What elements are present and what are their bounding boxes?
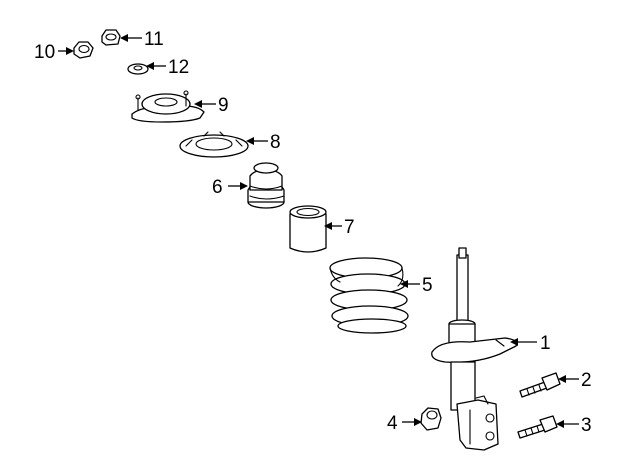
strut-bolt-lower-drawing xyxy=(517,415,558,439)
callout-3: 3 xyxy=(556,415,592,436)
dust-boot-drawing xyxy=(289,205,327,253)
strut-bolt-upper-drawing xyxy=(519,372,561,398)
callout-2-label: 2 xyxy=(581,370,592,391)
callout-4-label: 4 xyxy=(387,413,398,434)
bump-stop-drawing xyxy=(247,162,285,209)
center-nut-drawing xyxy=(101,29,121,46)
callout-12-label: 12 xyxy=(168,57,189,78)
callout-1: 1 xyxy=(510,333,551,354)
callout-5-label: 5 xyxy=(422,275,433,296)
callout-3-label: 3 xyxy=(581,415,592,436)
mount-nut-drawing xyxy=(73,41,94,59)
callout-11: 11 xyxy=(120,29,164,50)
callout-2: 2 xyxy=(558,370,592,391)
callout-7-label: 7 xyxy=(344,217,355,238)
washer-drawing xyxy=(127,63,149,75)
callout-10-label: 10 xyxy=(34,42,55,63)
callout-5: 5 xyxy=(400,275,433,296)
strut-mount-drawing xyxy=(131,90,205,123)
callout-6-label: 6 xyxy=(212,177,223,198)
callout-6: 6 xyxy=(212,177,248,198)
callout-8-label: 8 xyxy=(270,132,281,153)
callout-4: 4 xyxy=(387,413,422,434)
callout-10: 10 xyxy=(34,42,74,63)
coil-spring-drawing xyxy=(329,257,409,334)
callout-12: 12 xyxy=(146,57,189,78)
callout-9-label: 9 xyxy=(218,95,229,116)
strut-nut-drawing xyxy=(420,407,442,431)
callout-11-label: 11 xyxy=(144,29,164,50)
strut-assembly-drawing xyxy=(431,247,518,451)
callout-1-label: 1 xyxy=(540,333,551,354)
spring-seat-drawing xyxy=(179,131,249,158)
callout-9: 9 xyxy=(194,95,229,116)
callout-7: 7 xyxy=(324,217,355,238)
callout-8: 8 xyxy=(246,132,281,153)
